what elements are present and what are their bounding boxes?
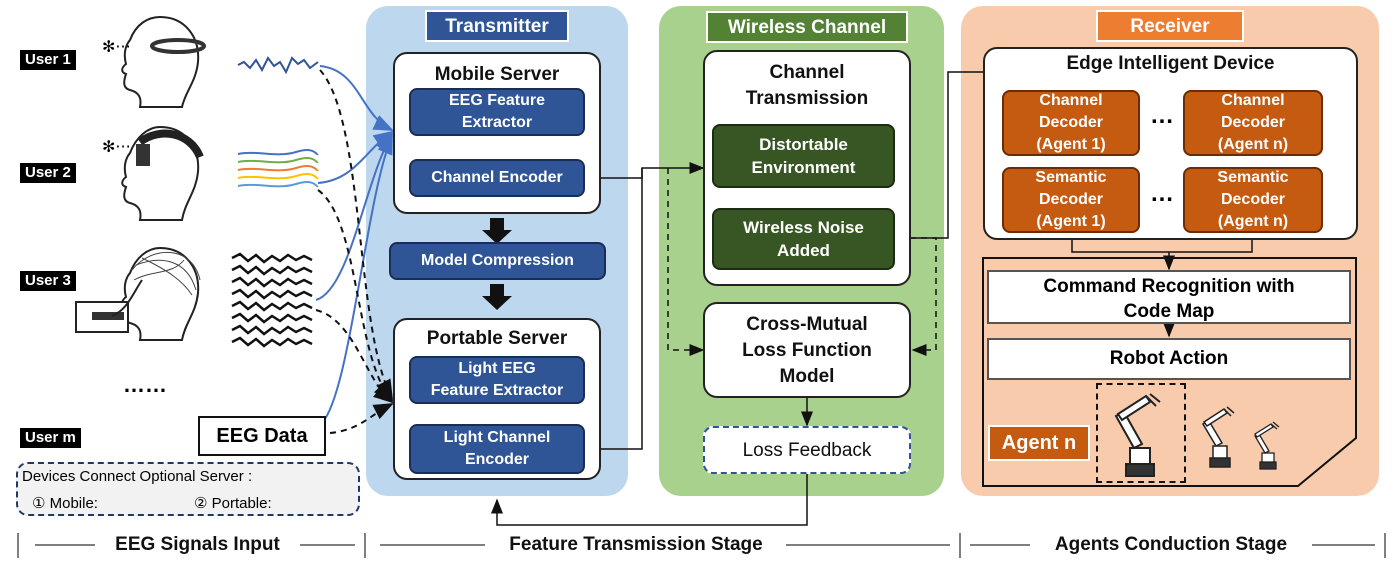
decoder-dots-1: … <box>1150 102 1174 129</box>
loss-feedback-box: Loss Feedback <box>703 426 911 474</box>
legend-title: Devices Connect Optional Server : <box>22 468 253 485</box>
channel-decoder-agent-1: Channel Decoder (Agent 1) <box>1002 90 1140 156</box>
user-2-head-icon: ✻··· <box>102 125 204 221</box>
eeg-wave-3 <box>231 252 313 348</box>
mobile-server-title: Mobile Server <box>434 64 560 85</box>
stage-eeg-input: EEG Signals Input <box>115 534 280 555</box>
users-ellipsis: …… <box>123 372 167 397</box>
robot-arm-icon-2 <box>1201 406 1235 468</box>
channel-encoder: Channel Encoder <box>409 159 585 197</box>
channel-transmission-title: Channel Transmission <box>745 62 869 109</box>
transmitter-title: Transmitter <box>425 10 569 42</box>
user-1-label: User 1 <box>20 50 76 70</box>
user-3-label: User 3 <box>20 271 76 291</box>
agent-n-label: Agent n <box>988 425 1090 461</box>
cross-mutual-loss-box: Cross-Mutual Loss Function Model <box>703 302 911 398</box>
eeg-wave-1 <box>237 56 319 75</box>
user-3-head-icon <box>75 246 201 341</box>
stage-agents-conduction: Agents Conduction Stage <box>1054 534 1288 555</box>
light-feature-extractor: Light EEG Feature Extractor <box>409 356 585 404</box>
svg-text:✻···: ✻··· <box>102 37 131 56</box>
receiver-title: Receiver <box>1096 10 1244 42</box>
wireless-title: Wireless Channel <box>706 11 908 43</box>
distortable-environment: Distortable Environment <box>712 124 895 188</box>
portable-arrows <box>315 69 394 434</box>
stage-feature-transmission: Feature Transmission Stage <box>509 534 763 555</box>
loss-feedback-label: Loss Feedback <box>742 440 872 461</box>
eeg-wave-2 <box>237 149 319 188</box>
semantic-decoder-agent-1: Semantic Decoder (Agent 1) <box>1002 167 1140 233</box>
legend-mobile: ① Mobile: <box>32 495 98 512</box>
decoder-dots-2: … <box>1150 180 1174 207</box>
cross-mutual-loss-title: Cross-Mutual Loss Function Model <box>742 314 872 387</box>
robot-arm-icon-1 <box>1114 393 1161 477</box>
svg-text:✻···: ✻··· <box>102 137 131 156</box>
down-block-arrow-1 <box>482 218 512 244</box>
eeg-feature-extractor: EEG Feature Extractor <box>409 88 585 136</box>
down-block-arrow-2 <box>482 284 512 310</box>
wireless-noise: Wireless Noise Added <box>712 208 895 270</box>
legend-portable: ② Portable: <box>194 495 272 512</box>
eeg-data-box: EEG Data <box>198 416 326 456</box>
device-legend: Devices Connect Optional Server : ① Mobi… <box>16 462 360 516</box>
robot-arm-icon-3 <box>1254 421 1280 470</box>
command-recognition-box: Command Recognition with Code Map <box>987 270 1351 324</box>
user-1-head-icon: ✻··· <box>102 15 206 108</box>
semantic-decoder-agent-n: Semantic Decoder (Agent n) <box>1183 167 1323 233</box>
user-m-label: User m <box>20 428 81 448</box>
model-compression: Model Compression <box>389 242 606 280</box>
channel-decoder-agent-n: Channel Decoder (Agent n) <box>1183 90 1323 156</box>
portable-server-title: Portable Server <box>426 328 568 349</box>
edge-device-title: Edge Intelligent Device <box>1066 53 1275 74</box>
light-channel-encoder: Light Channel Encoder <box>409 424 585 474</box>
user-2-label: User 2 <box>20 163 76 183</box>
robot-action-box: Robot Action <box>987 338 1351 380</box>
selected-robot-frame <box>1096 383 1186 483</box>
